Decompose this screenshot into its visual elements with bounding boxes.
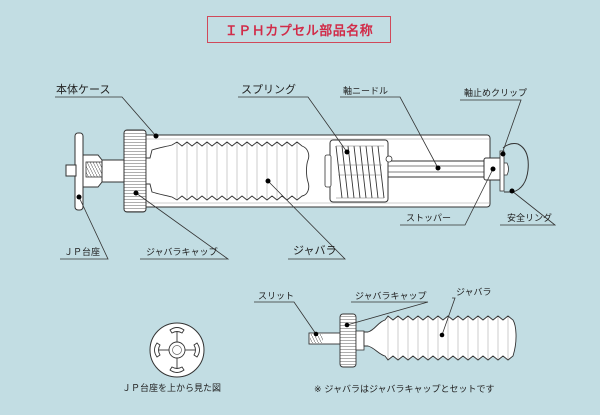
bellows-part xyxy=(145,141,310,201)
label-spring: スプリング xyxy=(241,83,296,96)
diagram-title: ＩＰＨカプセル部品名称 xyxy=(207,16,391,43)
sub-bellows-cap xyxy=(339,313,365,368)
label-stopper: ストッパー xyxy=(406,214,452,224)
sub-note: ※ ジャバラはジャバラキャップとセットです xyxy=(314,385,495,395)
sub-label-bellows: ジャバラ xyxy=(456,288,492,298)
sub-label-slit: スリット xyxy=(258,292,295,302)
label-shaft-clip: 軸止めクリップ xyxy=(464,89,528,99)
spring-part xyxy=(335,145,385,199)
leader-dots-main xyxy=(76,133,515,200)
label-jp-base: ＪＰ台座 xyxy=(64,248,101,258)
jp-base-top-view xyxy=(149,322,205,378)
label-bellows: ジャバラ xyxy=(293,244,337,257)
label-body-case: 本体ケース xyxy=(56,83,111,96)
stopper-part xyxy=(483,157,509,181)
leader-dots-sub xyxy=(313,322,445,338)
title-text: ＩＰＨカプセル部品名称 xyxy=(224,24,374,39)
leader-lines-sub xyxy=(254,297,456,336)
label-safety-ring: 安全リング xyxy=(507,214,553,224)
sub-bellows xyxy=(363,315,517,361)
jp-base-part xyxy=(65,132,127,211)
leader-lines-main xyxy=(55,96,557,260)
top-view-caption: ＪＰ台座を上から見た図 xyxy=(122,384,222,394)
bellows-cap-part xyxy=(123,129,147,213)
label-shaft-needle: 軸ニードル xyxy=(343,87,389,97)
label-bellows-cap: ジャバラキャップ xyxy=(146,248,218,258)
safety-ring-part xyxy=(499,143,529,193)
sub-label-bellows-cap: ジャバラキャップ xyxy=(355,292,427,302)
